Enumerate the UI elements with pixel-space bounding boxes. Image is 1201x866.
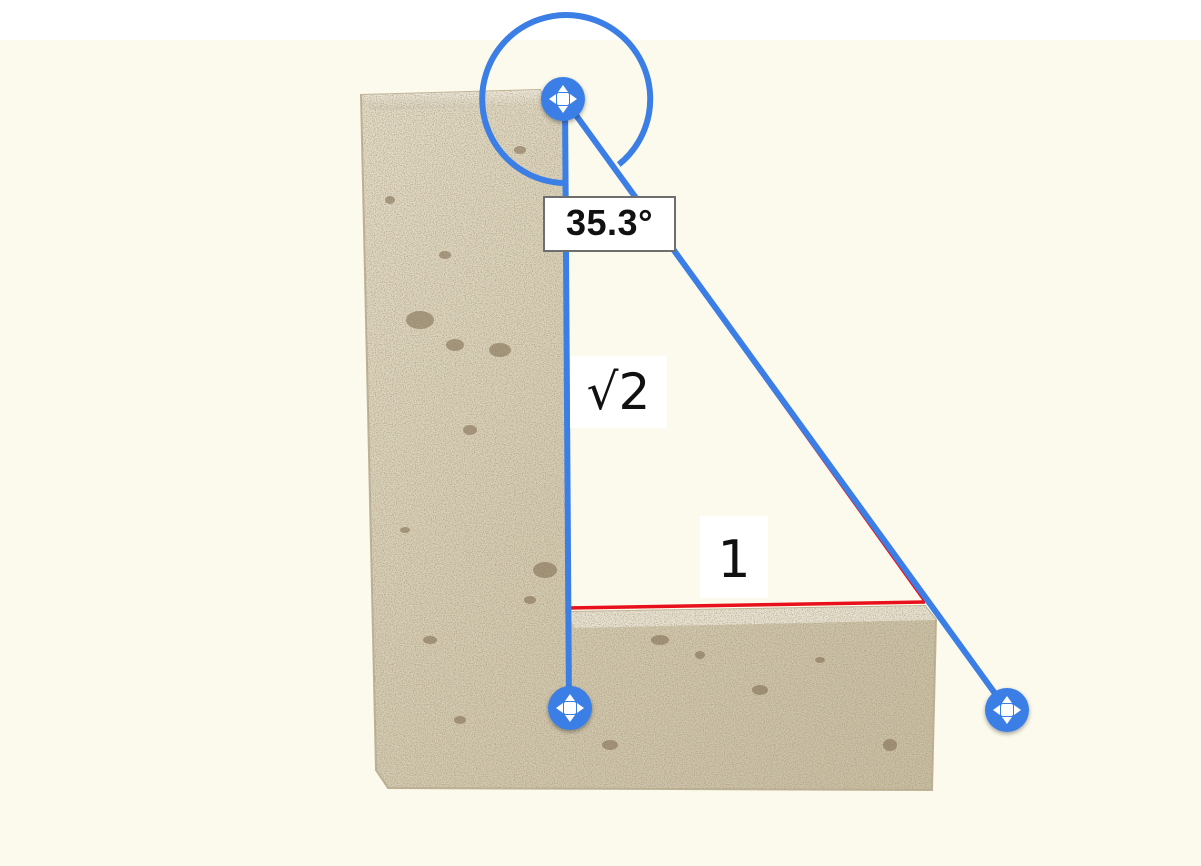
horizontal-side-label: 1 bbox=[700, 516, 768, 598]
angle-arm-vertical[interactable] bbox=[562, 97, 572, 711]
stone-letter-l bbox=[359, 88, 938, 792]
vertical-side-label: √2 bbox=[570, 356, 667, 428]
bottom-arm-handle[interactable] bbox=[548, 686, 592, 730]
move-handle-icon bbox=[556, 694, 584, 722]
stone-pits bbox=[385, 146, 897, 751]
vertex-handle[interactable] bbox=[541, 77, 585, 121]
angle-arc[interactable] bbox=[479, 12, 654, 186]
diagonal-arm-handle[interactable] bbox=[985, 688, 1029, 732]
move-handle-icon bbox=[993, 696, 1021, 724]
move-handle-icon bbox=[549, 85, 577, 113]
angle-readout: 35.3° bbox=[543, 196, 676, 252]
stone-texture bbox=[361, 90, 936, 790]
base-segment-red bbox=[566, 600, 926, 610]
